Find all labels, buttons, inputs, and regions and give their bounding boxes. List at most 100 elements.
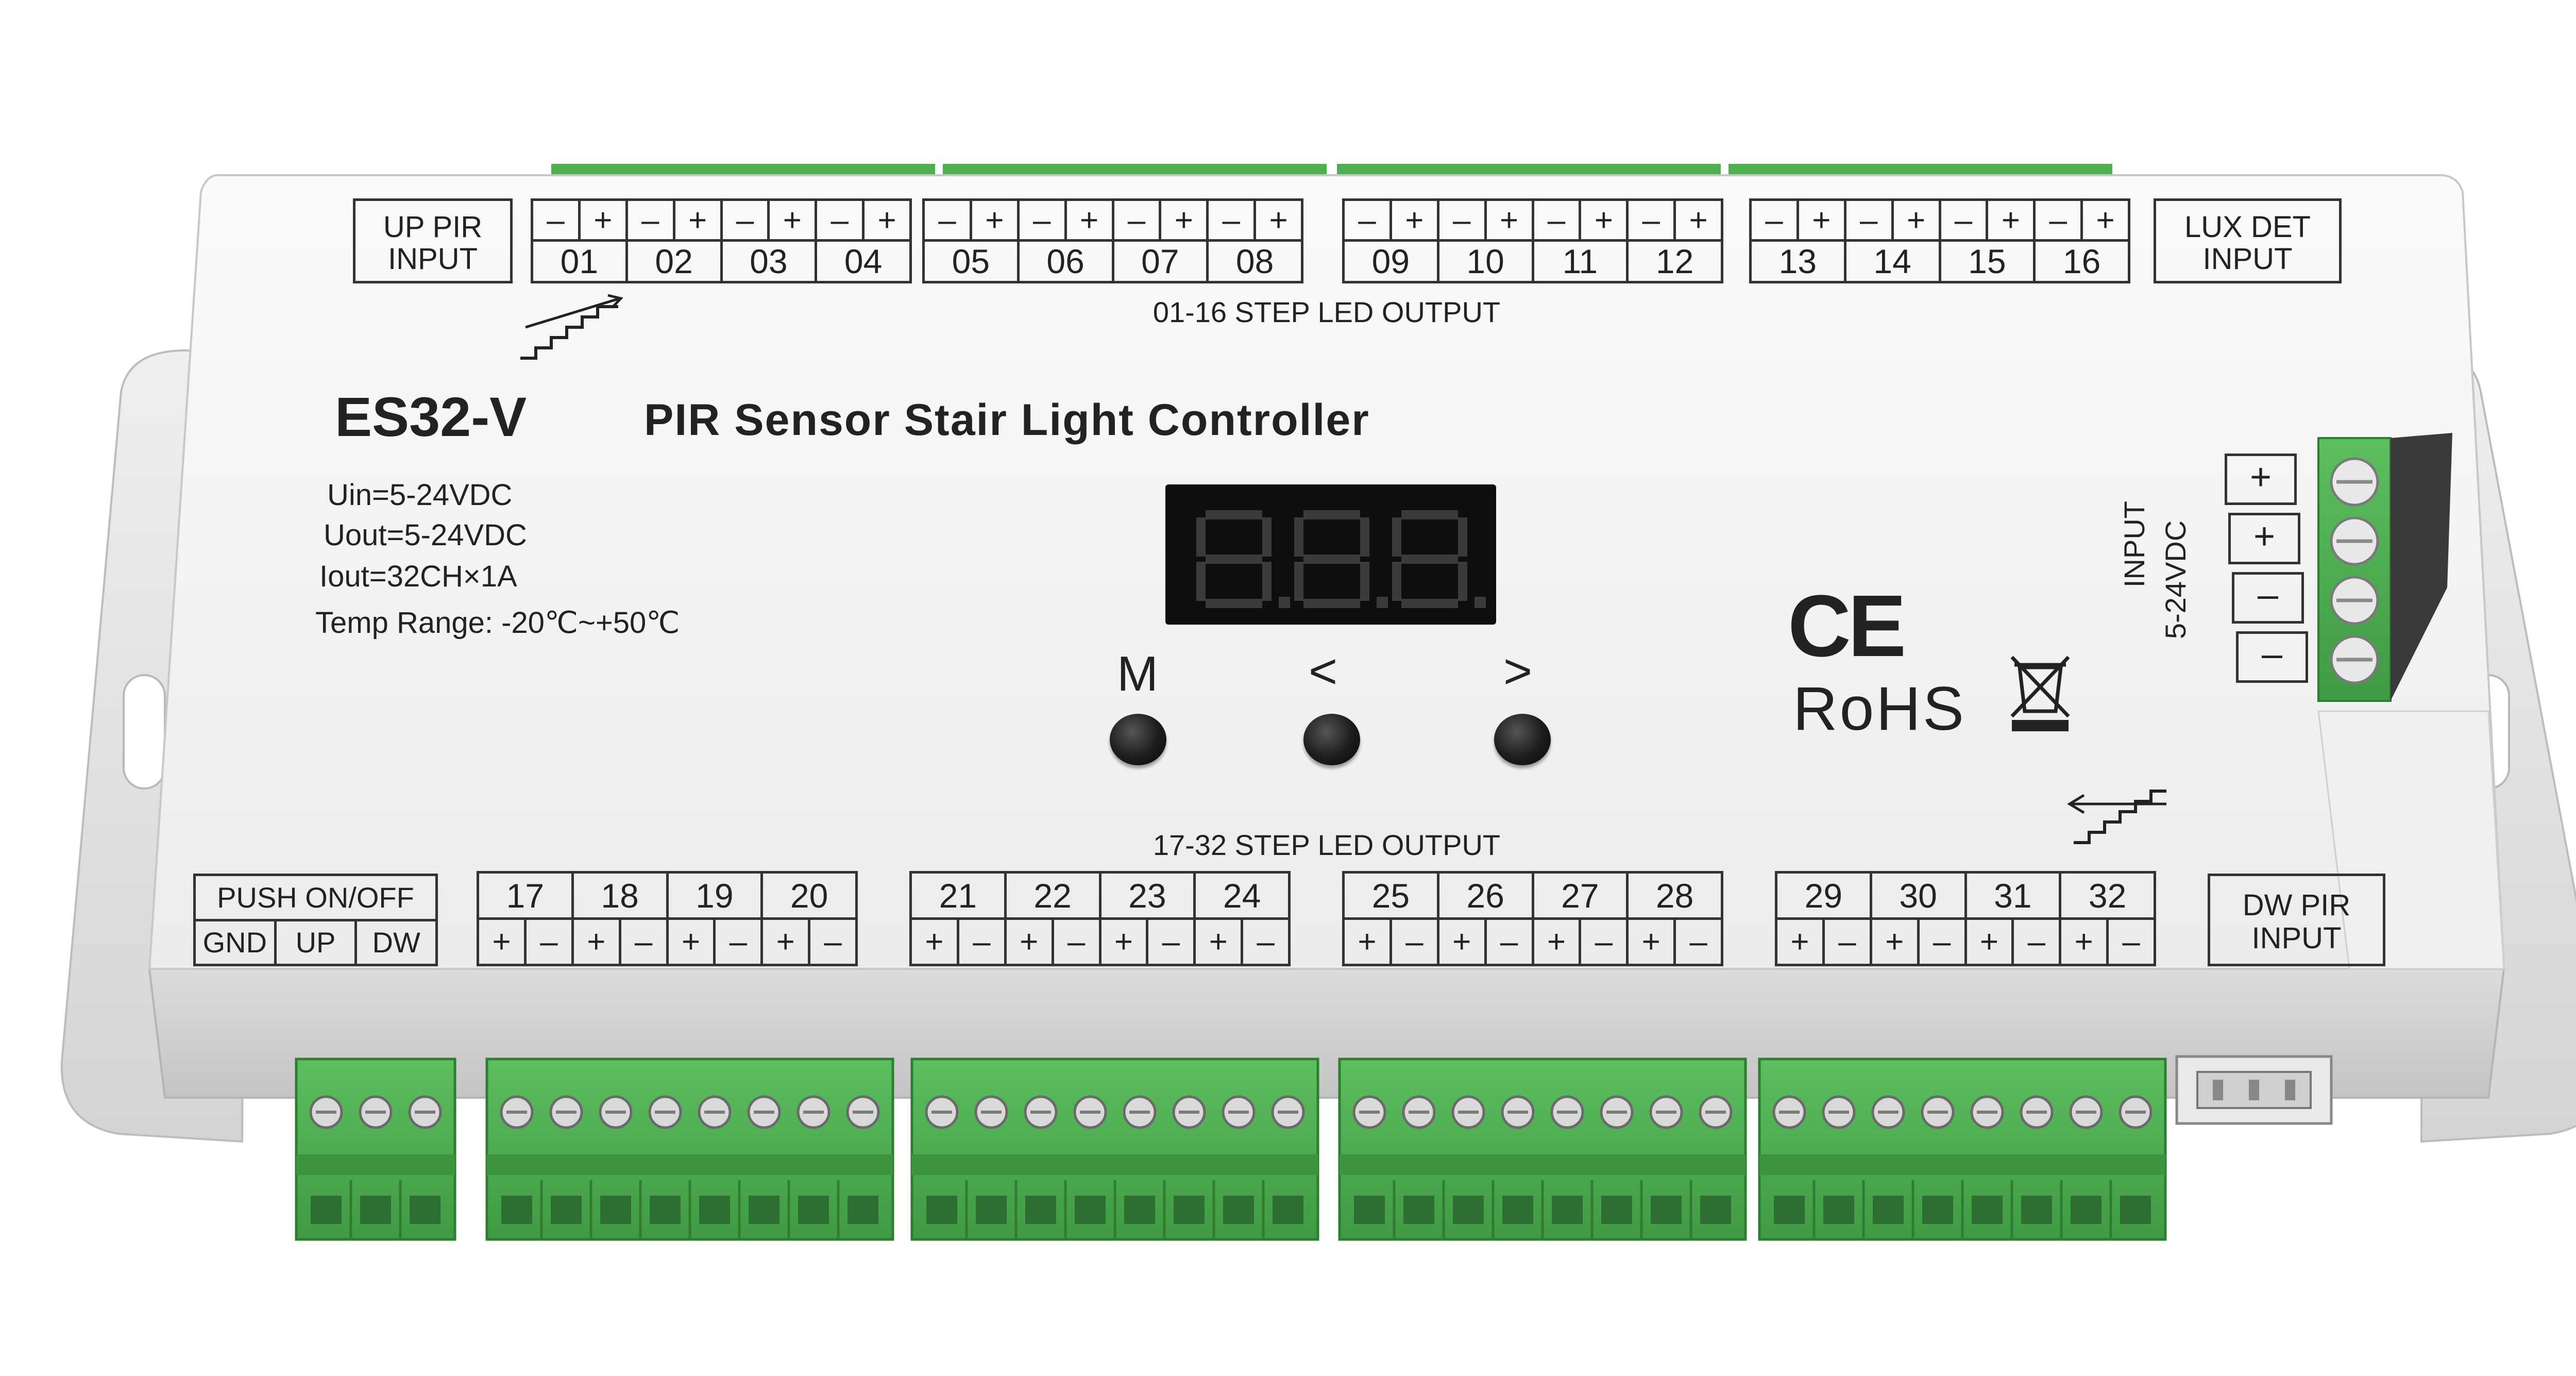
wire-entry (749, 1196, 779, 1224)
polarity-mark: – (1389, 920, 1437, 964)
mode-button[interactable] (1110, 714, 1166, 765)
wire-entry (1552, 1196, 1583, 1224)
dw-pir-box (2208, 874, 2385, 966)
wire-entry (1651, 1196, 1682, 1224)
power-pin-3-label: – (2257, 574, 2279, 615)
polarity-mark: – (1626, 201, 1673, 239)
polarity-mark: + (666, 920, 714, 964)
polarity-mark: + (571, 920, 619, 964)
polarity-mark: – (938, 202, 956, 238)
wire-entry (551, 1196, 582, 1224)
channel-number: 18 (571, 874, 666, 917)
channel-number: 12 (1626, 242, 1721, 281)
channel-number: 16 (2033, 242, 2128, 281)
channel-number: 30 (1869, 874, 1964, 917)
stairs-up-icon (520, 294, 623, 360)
spec-uout: Uout=5-24VDC (324, 518, 527, 552)
polarity-mark: – (1146, 920, 1193, 964)
polarity-mark: + (1098, 920, 1146, 964)
channel-number: 08 (1206, 242, 1301, 281)
polarity-mark: – (808, 920, 855, 964)
wire-entry (1601, 1196, 1632, 1224)
polarity-mark: – (1358, 202, 1376, 238)
wire-entry (1075, 1196, 1106, 1224)
left-button[interactable] (1303, 714, 1360, 765)
polarity-mark: – (1843, 201, 1891, 239)
polarity-mark: + (925, 924, 944, 960)
power-terminal-block (2317, 433, 2452, 702)
polarity-mark: + (2080, 201, 2128, 239)
channel-number: 25 (1371, 876, 1410, 915)
dw-pir-connector (2175, 1055, 2333, 1125)
wire-entry (501, 1196, 532, 1224)
channel-number: 14 (1843, 242, 1939, 281)
channel-number: 07 (1111, 242, 1207, 281)
polarity-mark: + (1358, 924, 1377, 960)
polarity-mark: – (1765, 202, 1783, 238)
polarity-mark: – (1917, 920, 1964, 964)
ce-mark: CE (1788, 577, 1906, 675)
channel-number: 17 (506, 876, 545, 915)
polarity-mark: + (1869, 920, 1917, 964)
channel-number: 27 (1531, 874, 1626, 917)
channel-number: 32 (2059, 874, 2154, 917)
wire-entry (1403, 1196, 1434, 1224)
polarity-mark: – (1579, 920, 1626, 964)
polarity-mark: + (969, 201, 1017, 239)
channel-number: 01 (560, 242, 599, 280)
polarity-mark: – (815, 201, 862, 239)
polarity-mark: + (492, 924, 511, 960)
button-label-right: > (1503, 644, 1533, 699)
polarity-mark: – (618, 920, 666, 964)
polarity-mark: – (2033, 201, 2080, 239)
channel-number: 03 (720, 242, 815, 281)
channel-number: 11 (1531, 242, 1626, 281)
polarity-mark: + (1796, 201, 1844, 239)
product-title: PIR Sensor Stair Light Controller (644, 395, 1370, 445)
power-pin-2 (2228, 513, 2300, 564)
up-pir-box (353, 198, 513, 283)
channel-number: 26 (1436, 874, 1532, 917)
wire-entry (926, 1196, 957, 1224)
polarity-mark: – (720, 201, 768, 239)
right-button[interactable] (1494, 714, 1551, 765)
wire-entry (1823, 1196, 1854, 1224)
polarity-mark: – (2106, 920, 2154, 964)
power-pin-2-label: + (2253, 516, 2276, 557)
channel-number: 24 (1193, 874, 1288, 917)
channel-number: 20 (760, 874, 855, 917)
polarity-mark: + (1579, 201, 1626, 239)
wire-entry (848, 1196, 878, 1224)
wire-entry (699, 1196, 730, 1224)
wire-entry (1700, 1196, 1731, 1224)
polarity-mark: – (523, 920, 571, 964)
channel-number: 21 (939, 876, 977, 915)
channel-number: 05 (952, 242, 990, 280)
wire-entry (1223, 1196, 1254, 1224)
channel-number: 13 (1778, 242, 1817, 280)
polarity-mark: + (767, 201, 815, 239)
polarity-mark: + (1064, 201, 1112, 239)
wire-entry (1025, 1196, 1056, 1224)
push-pin-gnd: GND (202, 926, 267, 959)
polarity-mark: + (1986, 201, 2033, 239)
power-pin-4-label: – (2261, 633, 2283, 675)
polarity-mark: + (1484, 201, 1532, 239)
channel-number: 02 (625, 242, 720, 281)
spec-iout: Iout=32CH×1A (319, 560, 517, 593)
wire-entry (311, 1196, 342, 1224)
wire-entry (360, 1196, 391, 1224)
wire-entry (1124, 1196, 1155, 1224)
terminal-ridge (1759, 1154, 2165, 1175)
bottom-caption: 17-32 STEP LED OUTPUT (1153, 829, 1501, 861)
polarity-mark: – (1938, 201, 1986, 239)
channel-number: 10 (1436, 242, 1532, 281)
polarity-mark: + (862, 201, 909, 239)
wire-entry (2021, 1196, 2052, 1224)
wire-entry (600, 1196, 631, 1224)
